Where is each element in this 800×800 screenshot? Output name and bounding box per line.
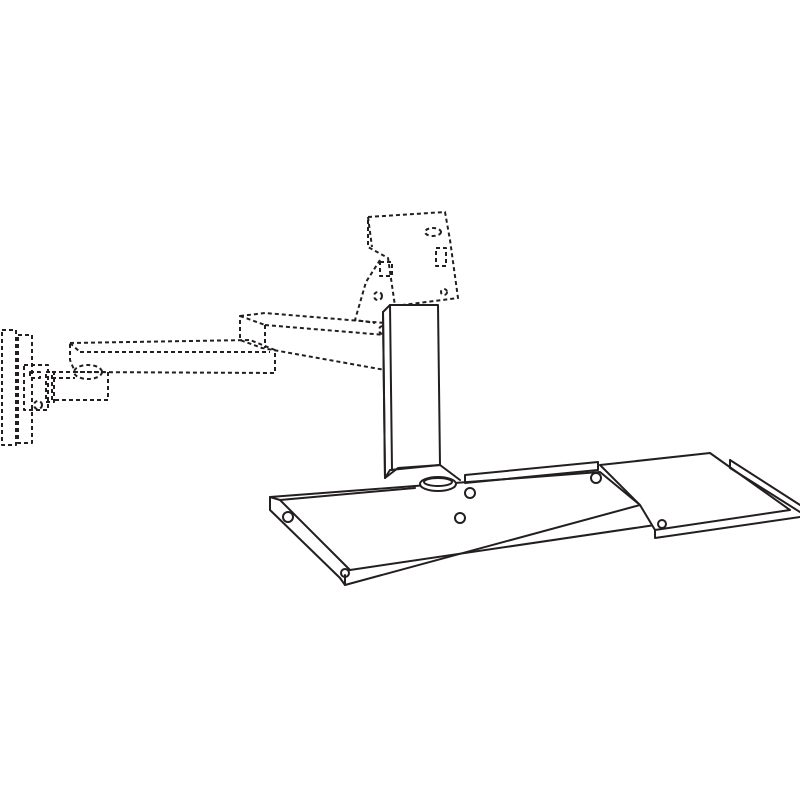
monitor-head [354, 211, 459, 324]
second-arm [239, 312, 388, 371]
first-arm [51, 339, 276, 401]
pole [382, 304, 461, 481]
wall-plate [1, 329, 55, 446]
tray [269, 452, 800, 586]
